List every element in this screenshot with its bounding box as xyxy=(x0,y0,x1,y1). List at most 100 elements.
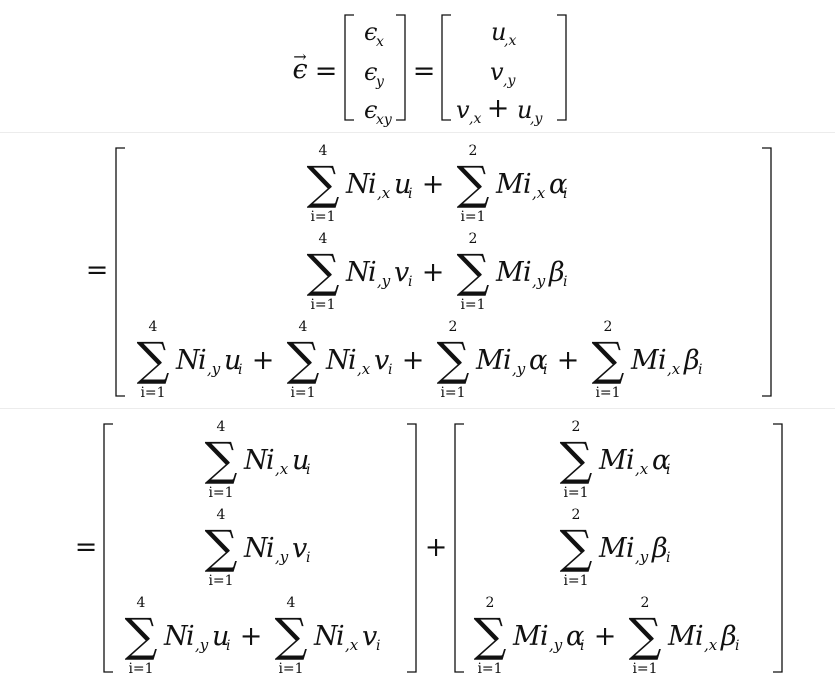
summation-symbol: ∑ xyxy=(560,520,593,574)
sum-upper-limit: 4 xyxy=(217,419,226,435)
variable-subscript: i xyxy=(563,274,567,290)
index-i: i xyxy=(523,257,532,288)
sum-upper-limit: 4 xyxy=(137,595,146,611)
right-bracket xyxy=(396,14,406,121)
index-i: i xyxy=(348,345,357,376)
variable-symbol: β xyxy=(548,257,565,288)
summation-symbol: ∑ xyxy=(205,520,238,574)
sum-lower-limit: i=1 xyxy=(208,485,233,501)
variable-symbol: v xyxy=(292,533,307,564)
variable-symbol: α xyxy=(566,621,584,652)
plus-sign: + xyxy=(422,169,445,200)
index-i: i xyxy=(266,445,275,476)
variable-symbol: v xyxy=(394,257,409,288)
sum-upper-limit: 4 xyxy=(217,507,226,523)
derivative-subscript: ,y xyxy=(635,548,649,566)
variable-symbol: β xyxy=(651,533,668,564)
summation-symbol: ∑ xyxy=(457,156,490,210)
variable-subscript: i xyxy=(666,550,670,566)
derivative-subscript: ,y xyxy=(207,360,221,378)
derivative-subscript: ,x xyxy=(469,111,481,127)
sum-upper-limit: 4 xyxy=(299,319,308,335)
sum-upper-limit: 4 xyxy=(149,319,158,335)
variable-subscript: i xyxy=(580,638,584,654)
summation-symbol: ∑ xyxy=(592,332,625,386)
derivative-subscript: ,y xyxy=(195,636,209,654)
strain-component: ϵ xyxy=(364,58,377,86)
variable-symbol: α xyxy=(549,169,567,200)
variable-symbol: β xyxy=(720,621,737,652)
index-i: i xyxy=(626,533,635,564)
summation-symbol: ∑ xyxy=(307,156,340,210)
variable-symbol: β xyxy=(683,345,700,376)
shape-function-M: M xyxy=(475,345,505,376)
strain-subscript: x xyxy=(376,34,384,50)
variable-symbol: u xyxy=(212,621,229,652)
displacement-v: v xyxy=(456,96,470,124)
sum-lower-limit: i=1 xyxy=(477,661,502,677)
sum-upper-limit: 2 xyxy=(604,319,613,335)
variable-symbol: v xyxy=(374,345,389,376)
strain-vector-symbol: ϵ xyxy=(292,54,307,85)
shape-function-N: N xyxy=(345,169,371,200)
shape-function-N: N xyxy=(243,533,269,564)
displacement-v: v xyxy=(490,58,504,86)
variable-subscript: i xyxy=(408,186,412,202)
variable-subscript: i xyxy=(388,362,392,378)
derivative-subscript: ,x xyxy=(667,360,681,378)
shape-function-M: M xyxy=(495,169,525,200)
shape-function-N: N xyxy=(325,345,351,376)
sum-lower-limit: i=1 xyxy=(632,661,657,677)
index-i: i xyxy=(626,445,635,476)
variable-symbol: α xyxy=(652,445,670,476)
derivative-subscript: ,x xyxy=(704,636,718,654)
variable-symbol: v xyxy=(362,621,377,652)
strain-subscript: y xyxy=(375,74,385,90)
separator-1 xyxy=(0,132,835,133)
plus-sign: + xyxy=(252,345,275,376)
derivative-subscript: ,y xyxy=(503,73,516,89)
sum-upper-limit: 4 xyxy=(319,143,328,159)
left-bracket xyxy=(344,14,354,121)
index-i: i xyxy=(523,169,532,200)
shape-function-M: M xyxy=(667,621,697,652)
derivative-subscript: ,y xyxy=(512,360,526,378)
sum-lower-limit: i=1 xyxy=(310,297,335,313)
variable-subscript: i xyxy=(226,638,230,654)
summation-symbol: ∑ xyxy=(205,432,238,486)
derivative-subscript: ,y xyxy=(530,111,543,127)
displacement-u: u xyxy=(491,18,506,46)
sum-lower-limit: i=1 xyxy=(440,385,465,401)
variable-subscript: i xyxy=(238,362,242,378)
equals-sign: = xyxy=(86,255,109,286)
sum-upper-limit: 2 xyxy=(572,419,581,435)
index-i: i xyxy=(658,345,667,376)
vector-arrow-icon: → xyxy=(293,47,306,66)
index-i: i xyxy=(368,169,377,200)
variable-subscript: i xyxy=(306,462,310,478)
strain-component: ϵ xyxy=(364,18,377,46)
sum-lower-limit: i=1 xyxy=(128,661,153,677)
sum-lower-limit: i=1 xyxy=(140,385,165,401)
variable-subscript: i xyxy=(563,186,567,202)
index-i: i xyxy=(186,621,195,652)
shape-function-N: N xyxy=(313,621,339,652)
sum-lower-limit: i=1 xyxy=(563,573,588,589)
shape-function-N: N xyxy=(163,621,189,652)
plus-sign: + xyxy=(487,93,510,124)
sum-lower-limit: i=1 xyxy=(208,573,233,589)
left-bracket xyxy=(115,147,125,397)
variable-subscript: i xyxy=(408,274,412,290)
variable-subscript: i xyxy=(735,638,739,654)
derivative-subscript: ,x xyxy=(345,636,359,654)
variable-subscript: i xyxy=(376,638,380,654)
sum-upper-limit: 2 xyxy=(469,231,478,247)
equals-sign: = xyxy=(413,56,436,87)
equals-sign: = xyxy=(315,56,338,87)
derivative-subscript: ,x xyxy=(377,184,391,202)
variable-symbol: u xyxy=(292,445,309,476)
sum-upper-limit: 2 xyxy=(469,143,478,159)
left-bracket xyxy=(454,423,464,673)
shape-function-M: M xyxy=(598,445,628,476)
derivative-subscript: ,y xyxy=(532,272,546,290)
